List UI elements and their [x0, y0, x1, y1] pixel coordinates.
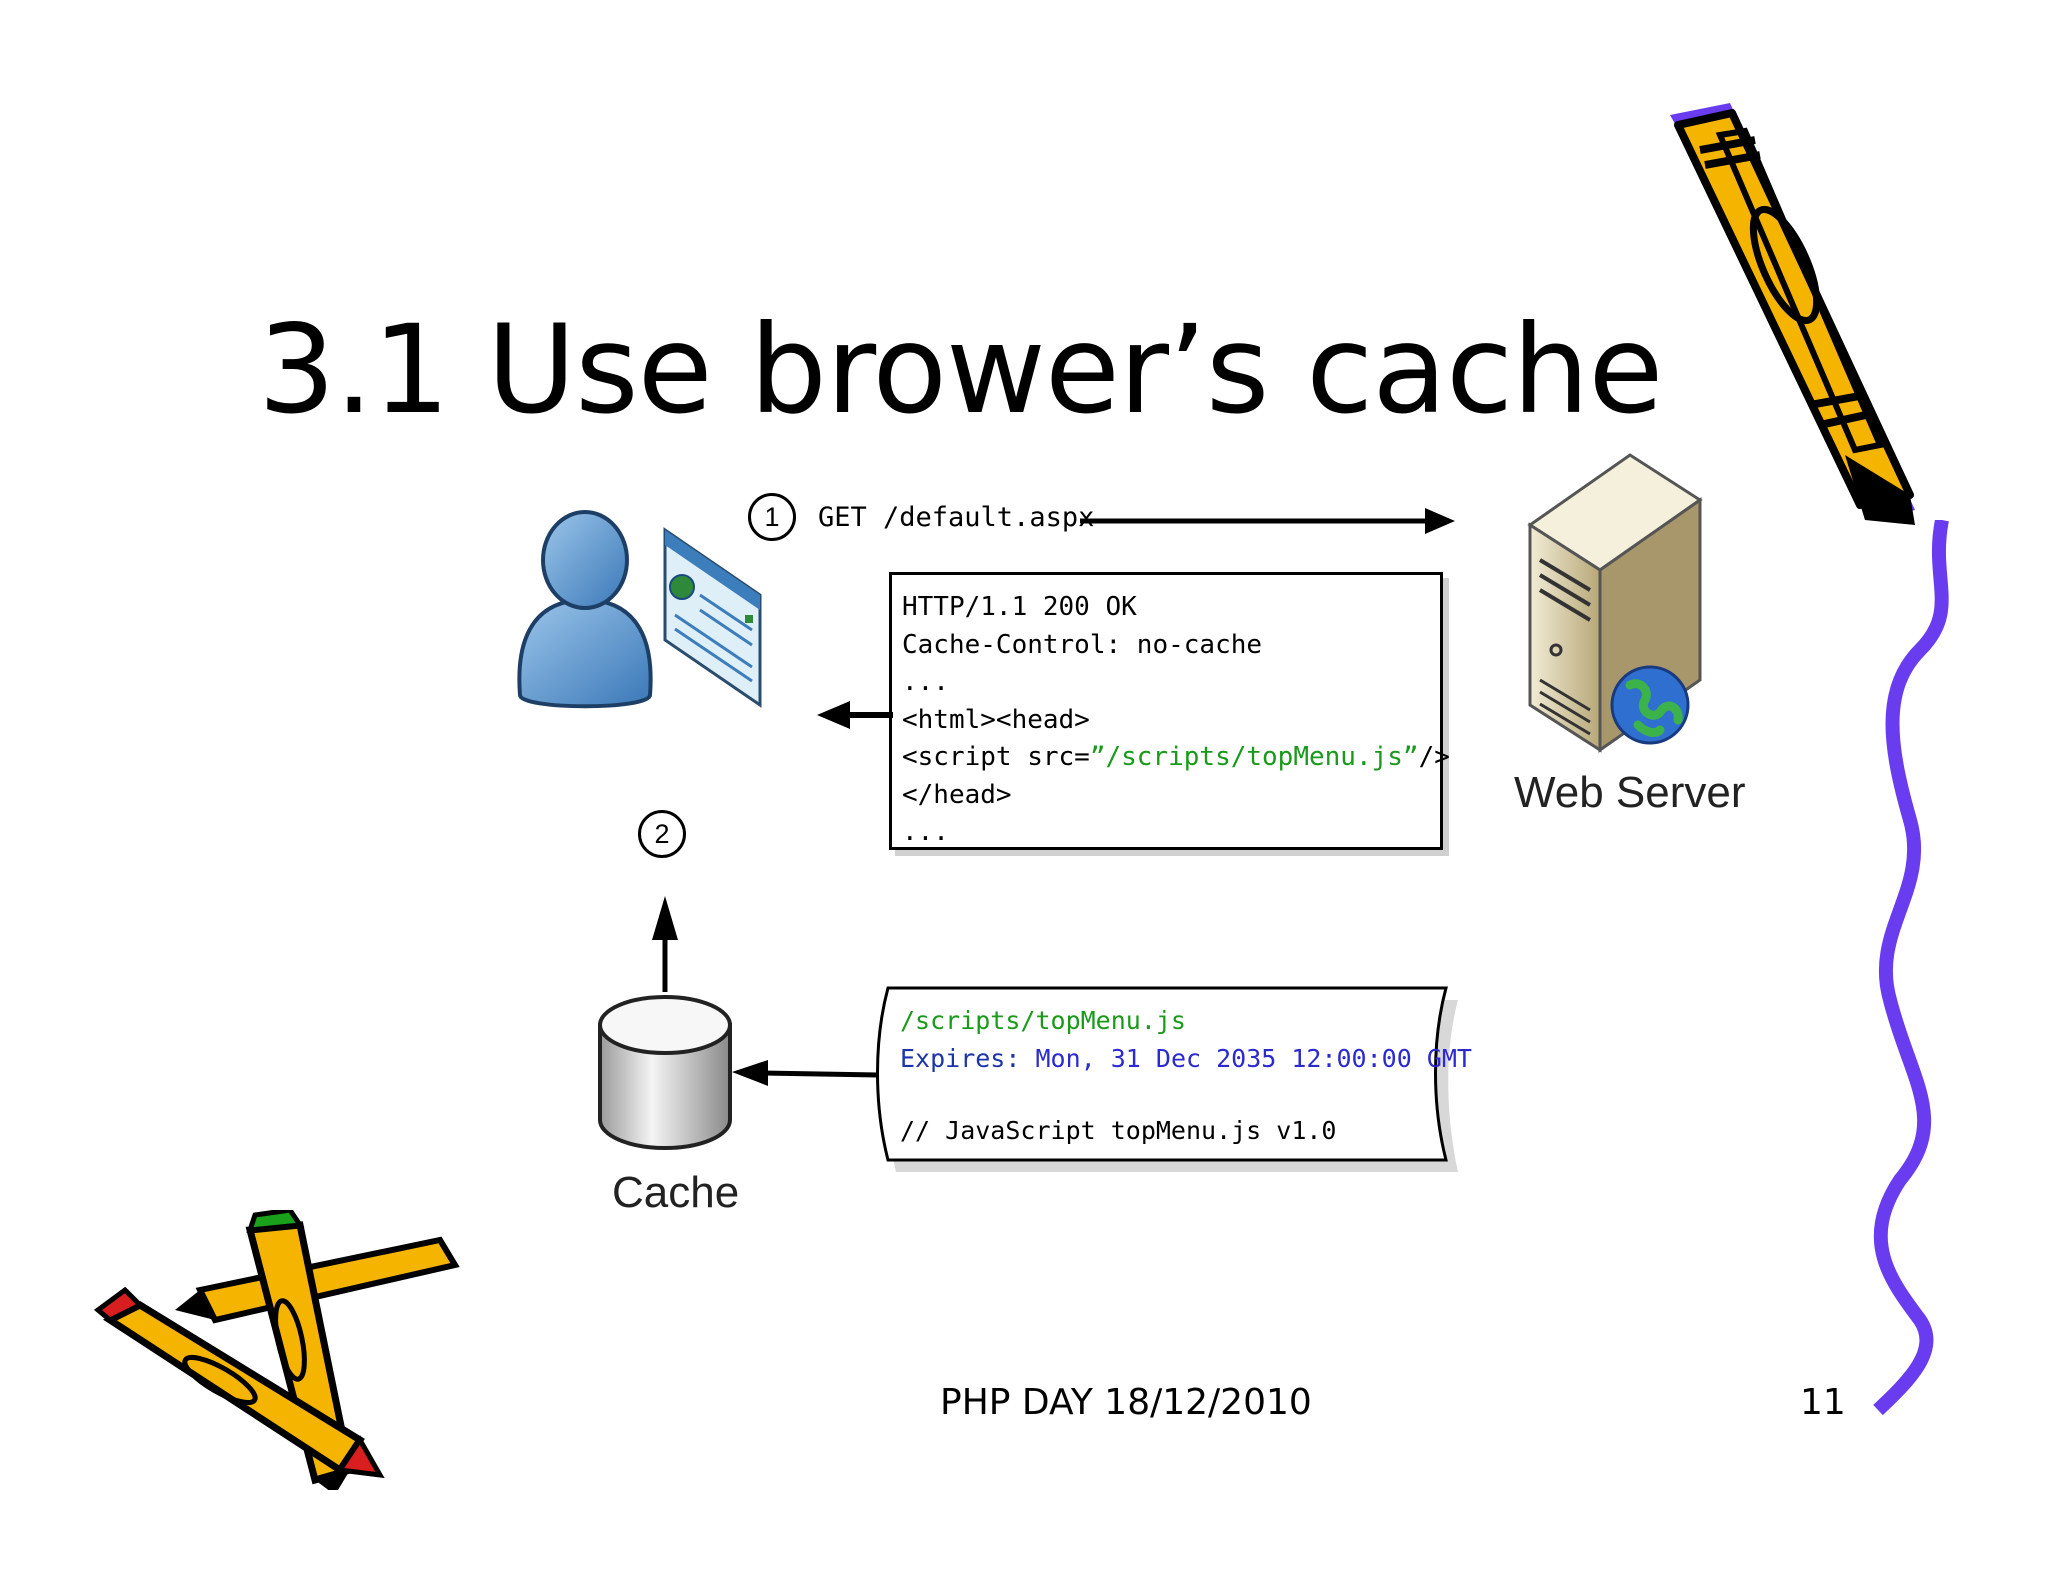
expires-value: Mon, 31 Dec 2035 12:00:00 GMT — [1035, 1044, 1472, 1073]
cache-up-arrow — [652, 896, 678, 992]
expires-label: Expires: — [900, 1044, 1021, 1073]
cache-cylinder-icon — [598, 995, 732, 1150]
response-head-close-line: </head> — [902, 779, 1012, 810]
web-server-icon — [1527, 453, 1703, 753]
script-close-text: /> — [1418, 742, 1450, 772]
request-arrow — [1080, 508, 1455, 534]
slide-title: 3.1 Use brower’s cache — [258, 299, 1663, 441]
pencil-top-right-icon — [1670, 103, 1915, 525]
response-html-head-line: <html><head> — [902, 704, 1090, 735]
browser-window-icon — [663, 527, 762, 708]
cached-file-comment: // JavaScript topMenu.js v1.0 — [900, 1116, 1337, 1145]
cache-store-arrow — [732, 1060, 879, 1086]
response-status-line: HTTP/1.1 200 OK — [902, 592, 1137, 622]
cached-file-text: /scripts/topMenu.js Expires: Mon, 31 Dec… — [900, 1002, 1472, 1150]
web-server-label: Web Server — [1514, 768, 1746, 817]
response-ellipsis-1: ... — [902, 667, 949, 697]
http-response-box: HTTP/1.1 200 OK Cache-Control: no-cache … — [889, 572, 1450, 850]
script-open-text: <script src= — [902, 742, 1090, 772]
page-number: 11 — [1800, 1382, 1846, 1423]
cached-file-document — [876, 986, 1458, 1172]
slide-footer: PHP DAY 18/12/2010 — [940, 1382, 1312, 1423]
step-2-marker: 2 — [638, 810, 686, 858]
response-ellipsis-2: ... — [902, 817, 949, 847]
cached-file-expires: Expires: Mon, 31 Dec 2035 12:00:00 GMT — [900, 1040, 1472, 1078]
response-cache-control-line: Cache-Control: no-cache — [902, 629, 1263, 660]
user-icon — [517, 510, 653, 709]
script-src-text: ”/scripts/topMenu.js” — [1089, 742, 1419, 772]
crossed-pencils-icon — [93, 1210, 460, 1490]
cached-file-path: /scripts/topMenu.js — [900, 1006, 1186, 1035]
response-arrow — [817, 701, 893, 729]
request-text: GET /default.aspx — [818, 502, 1095, 533]
squiggle-line-icon — [1873, 520, 1949, 1416]
response-script-line: <script src=”/scripts/topMenu.js”/> — [902, 739, 1450, 777]
cache-label: Cache — [612, 1168, 740, 1217]
step-1-marker: 1 — [748, 493, 796, 541]
